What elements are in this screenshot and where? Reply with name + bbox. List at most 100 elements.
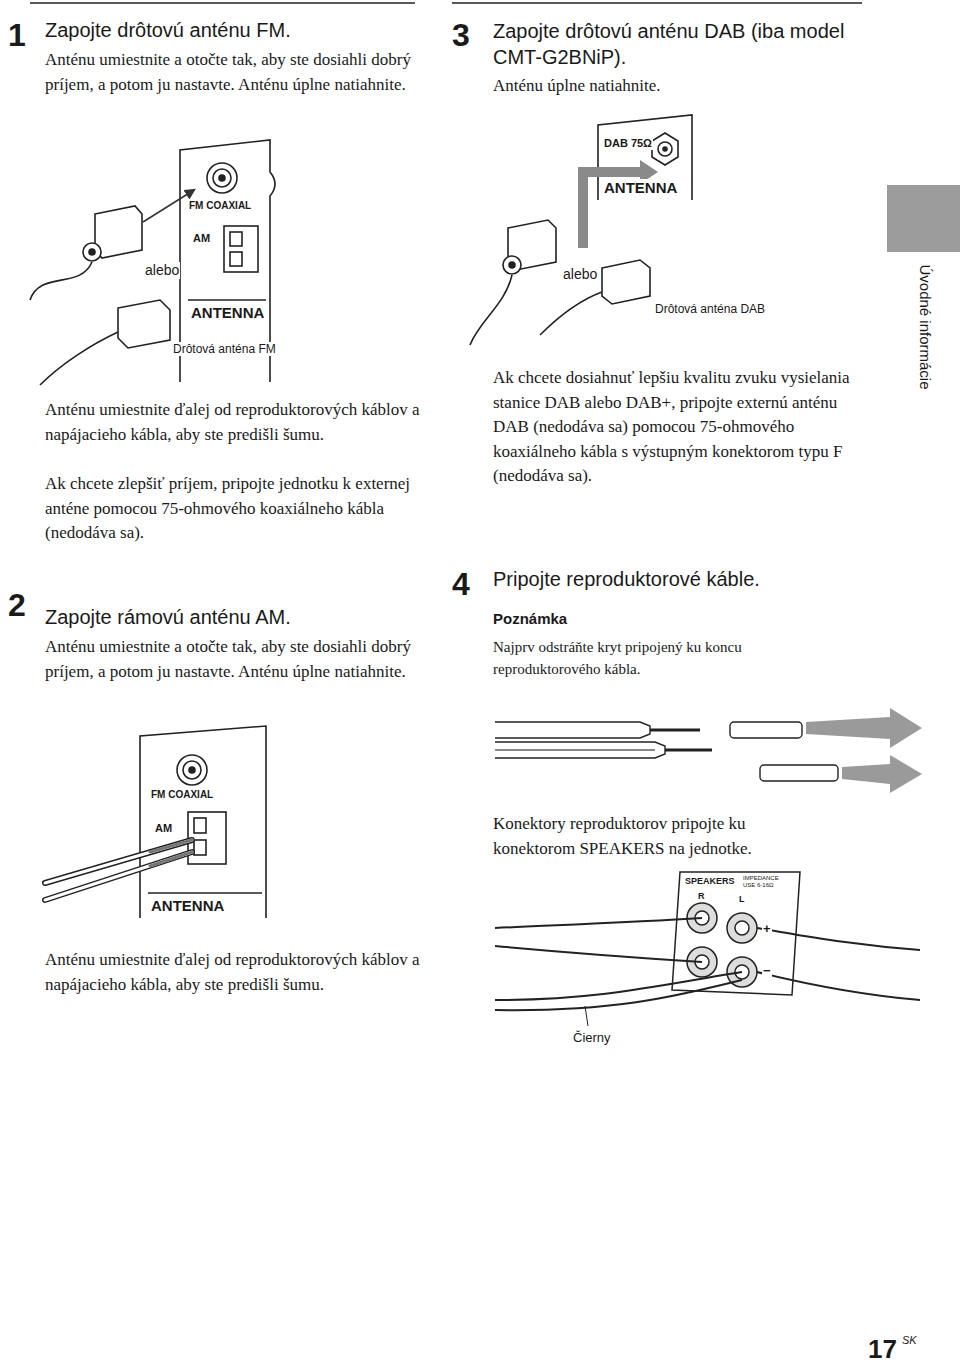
am-panel (140, 726, 266, 918)
step-heading: Pripojte reproduktorové káble. (493, 567, 873, 591)
panel-label: IMPEDANCE USE 6-16Ω (742, 875, 792, 889)
am-wires (150, 852, 192, 866)
speaker-wires (495, 918, 920, 1026)
channel-label: L (738, 894, 746, 905)
speaker-cable (665, 749, 712, 752)
or-label: alebo (562, 266, 598, 283)
step-heading: Zapojte rámovú anténu AM. (45, 605, 425, 629)
dab-plug (540, 292, 602, 335)
fm-panel (219, 175, 225, 181)
page-number: 17 (868, 1334, 897, 1365)
panel-label: ANTENNA (190, 304, 265, 322)
fm-plug (89, 249, 95, 255)
speaker-cable (495, 708, 922, 793)
note-text: Anténu umiestnite ďalej od reproduktorov… (45, 948, 420, 997)
dab-plug (503, 256, 521, 274)
dab-panel (598, 115, 692, 200)
side-tab (887, 185, 960, 252)
panel-label: ANTENNA (150, 897, 225, 915)
polarity-label: + (762, 921, 772, 937)
dab-plug (470, 275, 512, 345)
part-name: Drôtová anténa DAB (654, 302, 766, 316)
speaker-cable (730, 722, 802, 738)
am-wires (45, 852, 192, 900)
speaker-wires (757, 972, 920, 1000)
top-rule (30, 2, 415, 4)
speaker-terminal (672, 872, 800, 995)
fm-panel (224, 226, 258, 272)
page-suffix: SK (902, 1334, 917, 1347)
channel-label: R (697, 891, 706, 902)
panel-label: SPEAKERS (684, 876, 736, 887)
step-text: Anténu umiestnite a otočte tak, aby ste … (45, 48, 420, 97)
speaker-terminal (672, 872, 800, 995)
fm-plug (95, 206, 142, 258)
note-text: Anténu umiestnite ďalej od reproduktorov… (45, 398, 420, 447)
part-name: Drôtová anténa FM (172, 342, 277, 356)
speaker-cable (760, 765, 838, 781)
fm-panel (188, 299, 266, 301)
terminal-label: AM (154, 822, 173, 835)
am-wires (45, 852, 192, 900)
dab-panel (663, 147, 667, 151)
speaker-wires (495, 946, 702, 962)
am-panel (140, 726, 266, 918)
speaker-wires (757, 928, 920, 950)
note-heading: Poznámka (493, 610, 567, 628)
top-rule (452, 2, 862, 4)
wire-color-label: Čierny (572, 1030, 612, 1046)
fm-panel (213, 169, 231, 187)
am-wires (45, 840, 192, 900)
side-tab (887, 185, 960, 252)
step-heading: Zapojte drôtovú anténu FM. (45, 18, 425, 42)
jack-label: DAB 75Ω (603, 137, 653, 150)
note-text: Ak chcete dosiahnuť lepšiu kvalitu zvuku… (493, 366, 863, 489)
note-text: Ak chcete zlepšiť príjem, pripojte jedno… (45, 472, 420, 546)
speaker-cable (650, 729, 700, 732)
speaker-terminal (727, 913, 757, 943)
speaker-wires (495, 980, 742, 1010)
speaker-terminal (735, 921, 749, 935)
speaker-cable (495, 742, 665, 758)
fm-panel (207, 163, 237, 193)
am-panel (189, 767, 195, 773)
note-text: Najprv odstráňte kryt pripojený ku koncu… (493, 636, 823, 680)
step-text: Anténu úplne natiahnite. (493, 76, 868, 96)
jack-label: FM COAXIAL (150, 789, 214, 801)
fm-plug (40, 332, 118, 385)
am-panel (148, 892, 262, 894)
speaker-wires (495, 972, 742, 1000)
dab-plug (509, 262, 515, 268)
dab-panel (652, 133, 678, 165)
fm-plug (30, 190, 194, 385)
step-heading: Zapojte drôtovú anténu DAB (iba model CM… (493, 18, 853, 70)
speaker-cable (495, 722, 650, 738)
polarity-label: − (762, 963, 772, 979)
fm-plug (30, 262, 92, 300)
speaker-cable (495, 749, 655, 751)
fm-panel (230, 232, 242, 246)
step-number: 2 (8, 586, 26, 624)
speaker-wires (585, 1006, 588, 1026)
step-number: 1 (8, 16, 26, 54)
terminal-label: AM (192, 232, 211, 245)
am-panel (194, 818, 206, 833)
speaker-cable (842, 755, 922, 793)
fm-plug (143, 190, 194, 222)
fm-plug (118, 300, 170, 348)
step-text: Anténu umiestnite a otočte tak, aby ste … (45, 635, 420, 684)
jack-label: FM COAXIAL (188, 200, 252, 212)
speaker-cable (806, 708, 922, 748)
section-tab: Úvodné informácie (916, 245, 934, 409)
dab-plug (602, 260, 650, 304)
fm-panel (230, 252, 242, 266)
step-text: Konektory reproduktorov pripojte ku kone… (493, 812, 823, 861)
am-panel (183, 761, 201, 779)
am-panel (177, 755, 207, 785)
am-panel (194, 840, 206, 855)
step-number: 4 (452, 565, 470, 603)
am-wires (150, 840, 192, 852)
speaker-wires (495, 918, 702, 928)
dab-panel (658, 142, 672, 156)
